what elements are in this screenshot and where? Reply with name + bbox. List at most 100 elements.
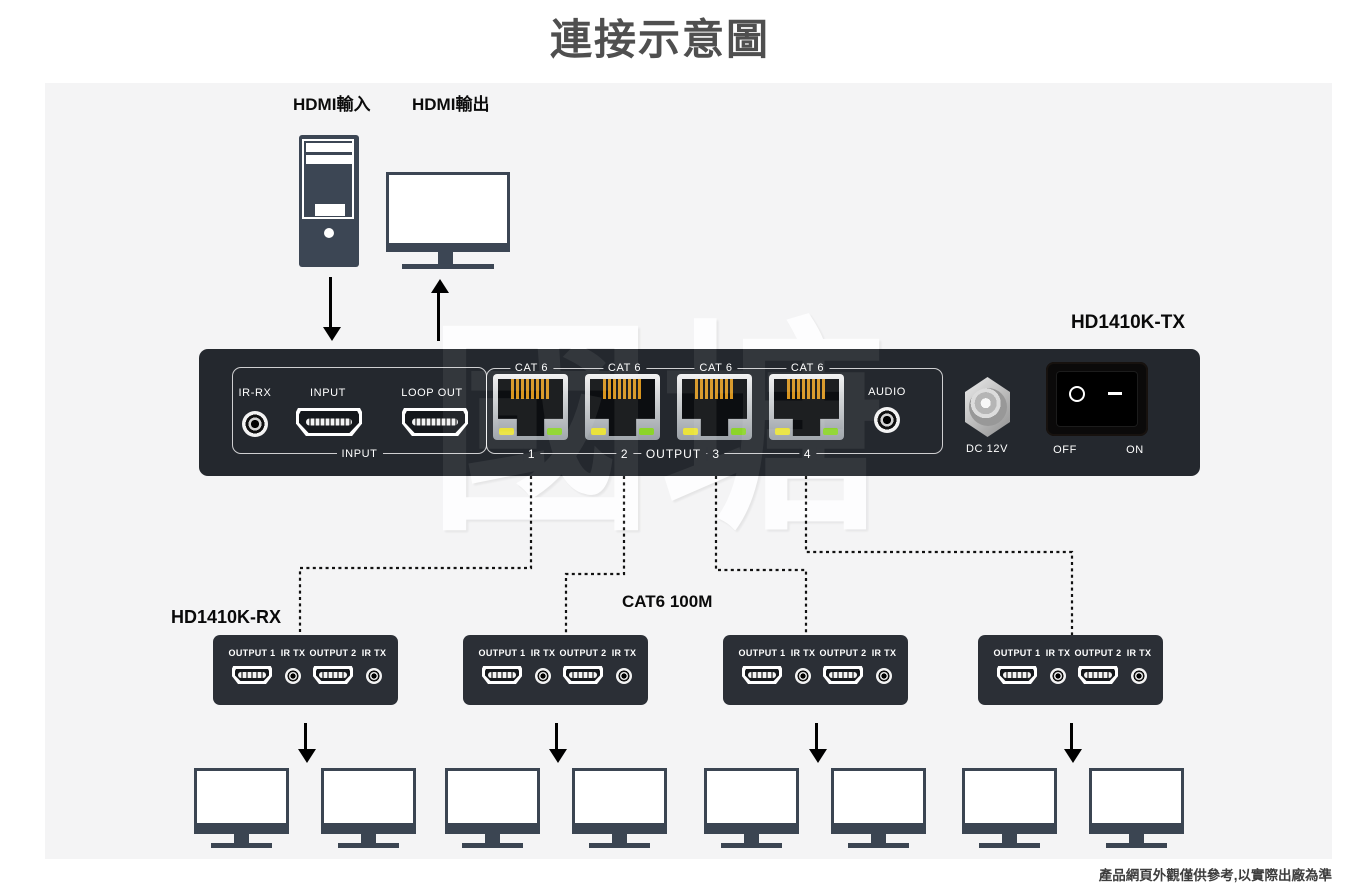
rx-irtx2-label: IR TX — [361, 648, 387, 658]
hdmi-input-label: HDMI輸入 — [293, 95, 371, 114]
cat6-cable-2 — [564, 476, 626, 635]
rx-unit-4: OUTPUT 1 IR TX OUTPUT 2 IR TX — [978, 635, 1163, 705]
rx-irtx2-label: IR TX — [1126, 648, 1152, 658]
rx-hdmi-output-1 — [232, 666, 272, 684]
display-monitor-1 — [194, 768, 289, 848]
hdmi-input-port-label: INPUT — [310, 387, 346, 399]
power-off-label: OFF — [1053, 444, 1077, 456]
rx-hdmi-output-1 — [482, 666, 522, 684]
tower-power-button-icon — [324, 228, 334, 238]
rx-output1-label: OUTPUT 1 — [478, 648, 526, 658]
rx-ir-tx-jack-1 — [1050, 668, 1066, 684]
output-port-number-3: 3 — [707, 447, 725, 461]
rx-ir-tx-jack-2 — [876, 668, 892, 684]
page-title: 連接示意圖 — [549, 16, 770, 63]
rx-hdmi-output-2 — [823, 666, 863, 684]
dc-power-connector — [965, 377, 1010, 437]
cat6-label-1: CAT 6 — [509, 362, 554, 374]
rx-output2-label: OUTPUT 2 — [819, 648, 867, 658]
rx-output2-label: OUTPUT 2 — [309, 648, 357, 658]
led-green — [547, 428, 562, 435]
source-monitor-base — [402, 264, 494, 269]
source-monitor-bezel — [386, 246, 510, 252]
display-monitor-2 — [321, 768, 416, 848]
rx-output2-label: OUTPUT 2 — [1074, 648, 1122, 658]
rj45-pins — [786, 379, 827, 399]
rj45-port-3 — [677, 374, 752, 440]
rj45-pins — [694, 379, 735, 399]
tower-drive-slot — [306, 155, 352, 164]
led-green — [823, 428, 838, 435]
dc-label: DC 12V — [965, 443, 1009, 455]
rx-unit-2: OUTPUT 1 IR TX OUTPUT 2 IR TX — [463, 635, 648, 705]
rx-irtx1-label: IR TX — [1045, 648, 1071, 658]
rx-ir-tx-jack-2 — [616, 668, 632, 684]
display-monitor-3 — [445, 768, 540, 848]
rx-ir-tx-jack-2 — [1131, 668, 1147, 684]
rx-output1-label: OUTPUT 1 — [993, 648, 1041, 658]
output-port-number-4: 4 — [798, 447, 817, 461]
power-on-label: ON — [1126, 444, 1144, 456]
rj45-port-1 — [493, 374, 568, 440]
tx-device: INPUT IR-RX INPUT LOOP OUT CAT 6 CAT 6 C… — [199, 349, 1200, 476]
cat6-cable-3 — [714, 476, 808, 635]
power-rocker — [1056, 371, 1138, 427]
rx-hdmi-output-2 — [313, 666, 353, 684]
cat6-cable-4 — [804, 476, 1074, 635]
tower-drive-slot — [306, 143, 352, 152]
rx-output1-label: OUTPUT 1 — [228, 648, 276, 658]
tx-model-label: HD1410K-TX — [1070, 312, 1185, 333]
rx-ir-tx-jack-1 — [795, 668, 811, 684]
output-port-number-2: 2 — [615, 447, 634, 461]
rx-irtx2-label: IR TX — [611, 648, 637, 658]
ir-rx-label: IR-RX — [238, 387, 272, 399]
led-yellow — [499, 428, 514, 435]
rx-hdmi-output-1 — [997, 666, 1037, 684]
rx-irtx1-label: IR TX — [280, 648, 306, 658]
power-on-symbol-icon — [1108, 392, 1122, 395]
tx-output-group: CAT 6 CAT 6 CAT 6 CAT 6 1 2 OUTPUT 3 4 A… — [486, 362, 943, 461]
disclaimer-text: 產品網頁外觀僅供參考,以實際出廠為準 — [1098, 868, 1332, 883]
rx-ir-tx-jack-1 — [535, 668, 551, 684]
source-monitor-stand — [438, 252, 453, 264]
input-group-label: INPUT — [336, 448, 383, 460]
power-switch — [1046, 362, 1148, 436]
rj45-port-4 — [769, 374, 844, 440]
ir-rx-jack — [242, 411, 268, 437]
tower-bay — [315, 204, 345, 216]
source-monitor-icon — [386, 172, 510, 246]
hdmi-input-port — [296, 408, 362, 436]
cat6-label-2: CAT 6 — [602, 362, 647, 374]
rx-irtx1-label: IR TX — [530, 648, 556, 658]
led-yellow — [591, 428, 606, 435]
cat6-label-3: CAT 6 — [694, 362, 738, 374]
output-port-number-1: 1 — [522, 447, 541, 461]
output-group-label: OUTPUT — [640, 447, 707, 461]
display-monitor-6 — [831, 768, 926, 848]
rx-unit-1: OUTPUT 1 IR TX OUTPUT 2 IR TX — [213, 635, 398, 705]
rx-ir-tx-jack-2 — [366, 668, 382, 684]
rx-irtx2-label: IR TX — [871, 648, 897, 658]
rx-output1-label: OUTPUT 1 — [738, 648, 786, 658]
hdmi-loop-out-label: LOOP OUT — [401, 387, 463, 399]
led-yellow — [775, 428, 790, 435]
display-monitor-5 — [704, 768, 799, 848]
display-monitor-7 — [962, 768, 1057, 848]
led-green — [639, 428, 654, 435]
rx-output2-label: OUTPUT 2 — [559, 648, 607, 658]
power-off-symbol-icon — [1069, 386, 1085, 402]
cat6-distance-label: CAT6 100M — [622, 592, 713, 611]
rx-ir-tx-jack-1 — [285, 668, 301, 684]
audio-jack — [874, 407, 900, 433]
rj45-pins — [510, 379, 551, 399]
rx-hdmi-output-1 — [742, 666, 782, 684]
hdmi-loop-out-port — [402, 408, 468, 436]
display-monitor-4 — [572, 768, 667, 848]
audio-label: AUDIO — [868, 386, 906, 398]
rj45-pins — [602, 379, 643, 399]
rx-unit-3: OUTPUT 1 IR TX OUTPUT 2 IR TX — [723, 635, 908, 705]
rx-hdmi-output-2 — [1078, 666, 1118, 684]
computer-tower-icon — [299, 135, 359, 267]
rj45-port-2 — [585, 374, 660, 440]
